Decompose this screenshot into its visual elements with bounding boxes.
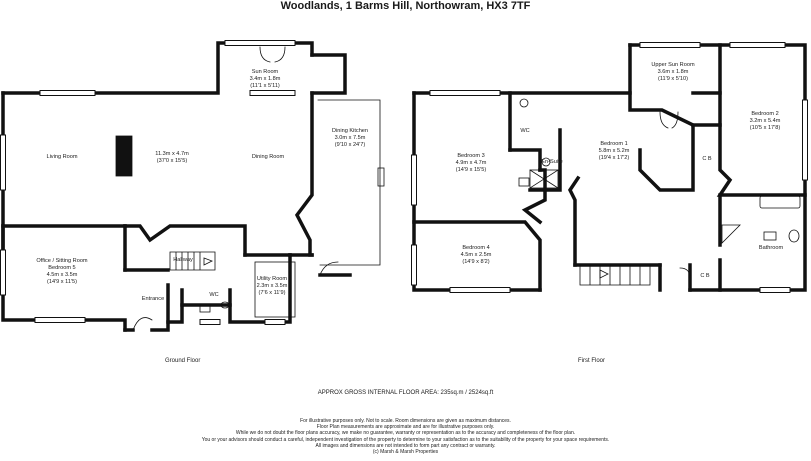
utility-worktop	[254, 261, 296, 318]
disclaimer-line: For illustrative purposes only. Not to s…	[300, 418, 511, 424]
disclaimer-line: While we do not doubt the floor plans ac…	[235, 430, 576, 437]
living-room-label: Living Room	[46, 154, 78, 160]
bathroom-label: Bathroom	[758, 245, 784, 251]
basin-icon	[199, 305, 211, 313]
ground-wc-label: WC	[209, 292, 219, 298]
entrance-door-swing	[132, 317, 153, 331]
kitchen-worktop	[317, 99, 381, 266]
wc-toilet-icon	[519, 98, 529, 108]
bathroom-toilet-icon	[788, 229, 800, 243]
ground-floor-windows	[0, 40, 296, 325]
bathroom-basin-icon	[763, 231, 777, 241]
ensuite-toilet-icon	[541, 157, 551, 167]
entrance-label: Entrance	[141, 296, 165, 302]
ensuite-shower-icon	[529, 169, 559, 189]
ground-floor-walls	[1, 41, 352, 332]
dining-room-label: Dining Room	[251, 154, 285, 160]
stairs-first	[579, 264, 651, 286]
first-floor-label: First Floor	[578, 358, 605, 364]
toilet-icon	[220, 301, 230, 309]
stairs-arrow-up-icon	[599, 269, 609, 279]
shower-quadrant-icon	[721, 224, 741, 244]
disclaimer-line: You or your advisors should conduct a ca…	[201, 436, 610, 443]
property-title: Woodlands, 1 Barms Hill, Northowram, HX3…	[280, 0, 531, 12]
living-room-dimensions: 11.3m x 4.7m(37'0 x 15'5)	[155, 151, 189, 164]
disclaimer-line: All images and dimensions are not intend…	[315, 442, 496, 449]
gross-floor-area: APPROX GROSS INTERNAL FLOOR AREA: 235sq.…	[317, 390, 494, 396]
ensuite-label: En-Suite	[541, 159, 563, 165]
cupboard-2-label: C B	[700, 273, 710, 279]
stairs-arrow-icon	[203, 257, 213, 266]
upper-sun-room-doors	[659, 111, 679, 129]
bath-icon	[759, 195, 801, 209]
ground-floor-label: Ground Floor	[165, 358, 201, 364]
disclaimer-line: Floor Plan measurements are approximate …	[316, 424, 495, 431]
hallway-label: Hallway	[173, 257, 193, 263]
hob-icon	[377, 167, 385, 187]
stairs-ground	[169, 251, 216, 271]
wc-basin-icon	[518, 177, 530, 187]
first-floor-windows	[411, 42, 808, 293]
disclaimer-line: (c) Marsh & Marsh Properties	[372, 449, 439, 456]
sun-room-doors	[259, 46, 286, 63]
chimney-breast	[115, 135, 133, 177]
disclaimer: For illustrative purposes only. Not to s…	[0, 418, 811, 455]
cupboard-1-label: C B	[702, 156, 712, 162]
first-wc-label: WC	[520, 128, 530, 134]
